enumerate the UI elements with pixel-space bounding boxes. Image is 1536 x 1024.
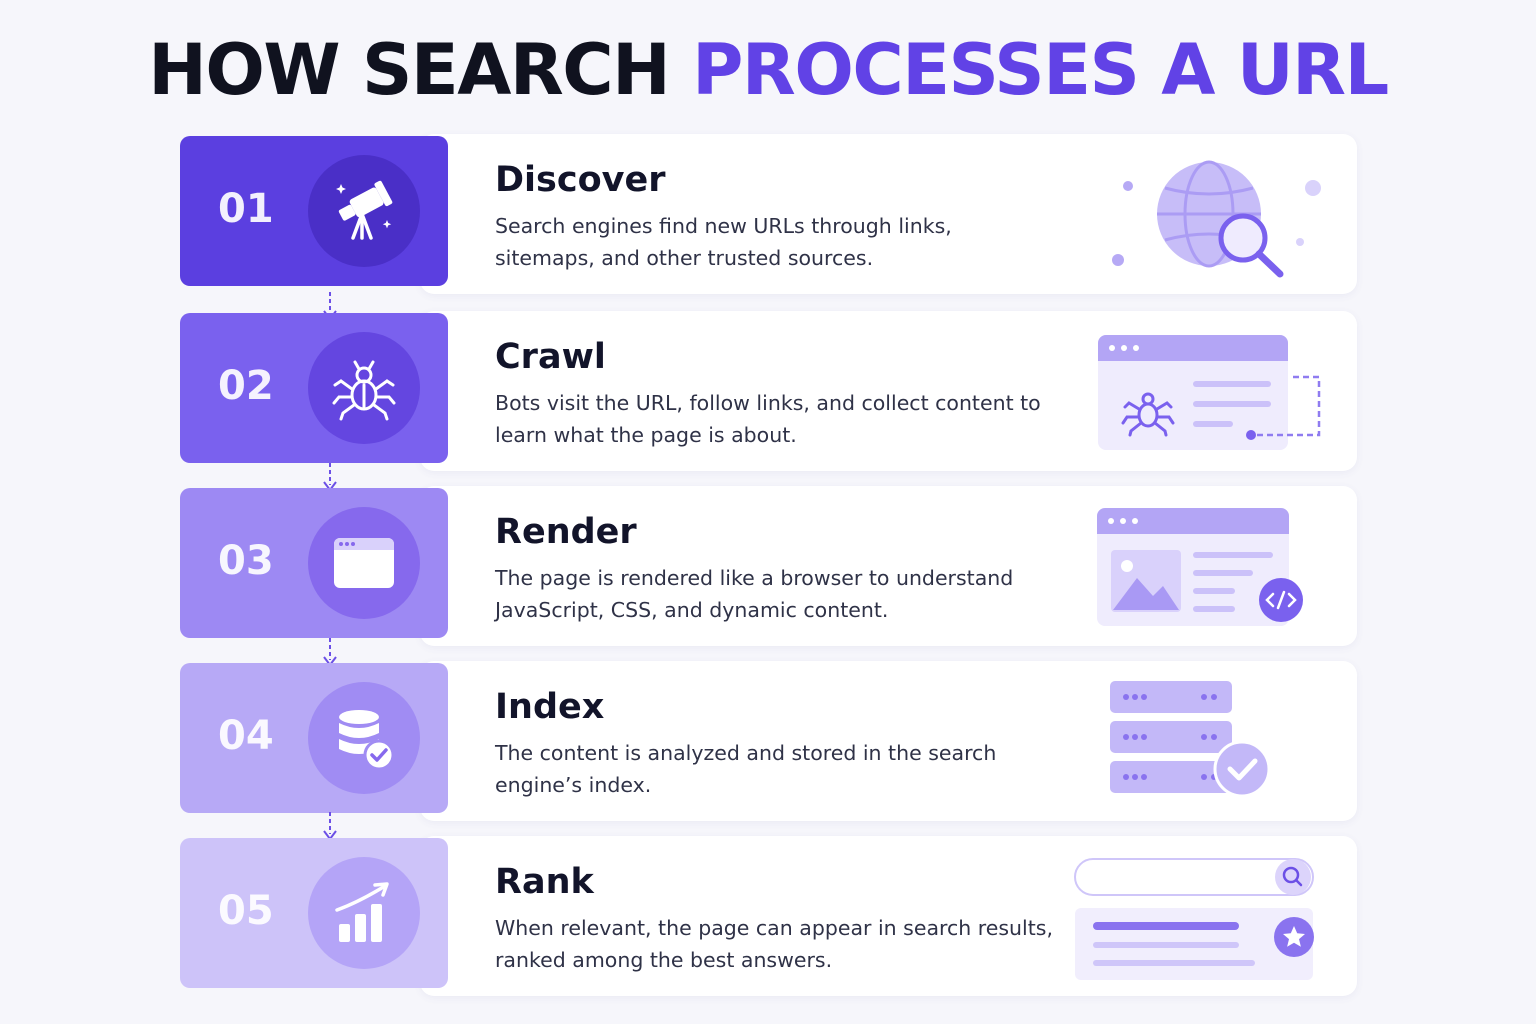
server-stack-check-illustration: [1108, 679, 1278, 808]
step-number: 05: [218, 888, 274, 934]
step-description: The page is rendered like a browser to u…: [495, 566, 1014, 622]
step-title: Rank: [495, 862, 594, 902]
step-crawl: 02 Crawl Bots visit the URL, follow link…: [180, 311, 1357, 471]
browser-window-icon: [308, 507, 420, 619]
database-check-icon: [308, 682, 420, 794]
globe-search-illustration: [1110, 150, 1330, 284]
title-part-1: HOW SEARCH: [148, 29, 693, 111]
step-description: When relevant, the page can appear in se…: [495, 916, 1053, 972]
title-part-2: PROCESSES A URL: [692, 29, 1389, 111]
browser-code-illustration: [1095, 506, 1310, 635]
browser-spider-illustration: [1095, 333, 1325, 457]
step-rank: 05 Rank When relevant, the page can appe…: [180, 836, 1357, 996]
step-badge: 05: [180, 838, 448, 988]
telescope-icon: [308, 155, 420, 267]
growth-chart-icon: [308, 857, 420, 969]
step-discover: 01 Discover Search engines find new URLs…: [180, 134, 1357, 294]
step-title: Render: [495, 512, 637, 552]
step-badge: 03: [180, 488, 448, 638]
step-badge: 02: [180, 313, 448, 463]
step-index: 04 Index The content is analyzed and sto…: [180, 661, 1357, 821]
step-badge: 01: [180, 136, 448, 286]
step-number: 04: [218, 713, 274, 759]
step-render: 03 Render The page is rendered like a br…: [180, 486, 1357, 646]
step-number: 01: [218, 186, 274, 232]
step-description: The content is analyzed and stored in th…: [495, 741, 997, 797]
page-title: HOW SEARCH PROCESSES A URL: [0, 28, 1536, 112]
step-description: Search engines find new URLs through lin…: [495, 214, 952, 270]
spider-icon: [308, 332, 420, 444]
step-description: Bots visit the URL, follow links, and co…: [495, 391, 1041, 447]
step-title: Crawl: [495, 337, 606, 377]
step-number: 03: [218, 538, 274, 584]
step-title: Index: [495, 687, 605, 727]
step-badge: 04: [180, 663, 448, 813]
step-title: Discover: [495, 160, 666, 200]
step-number: 02: [218, 363, 274, 409]
search-results-star-illustration: [1073, 856, 1318, 990]
